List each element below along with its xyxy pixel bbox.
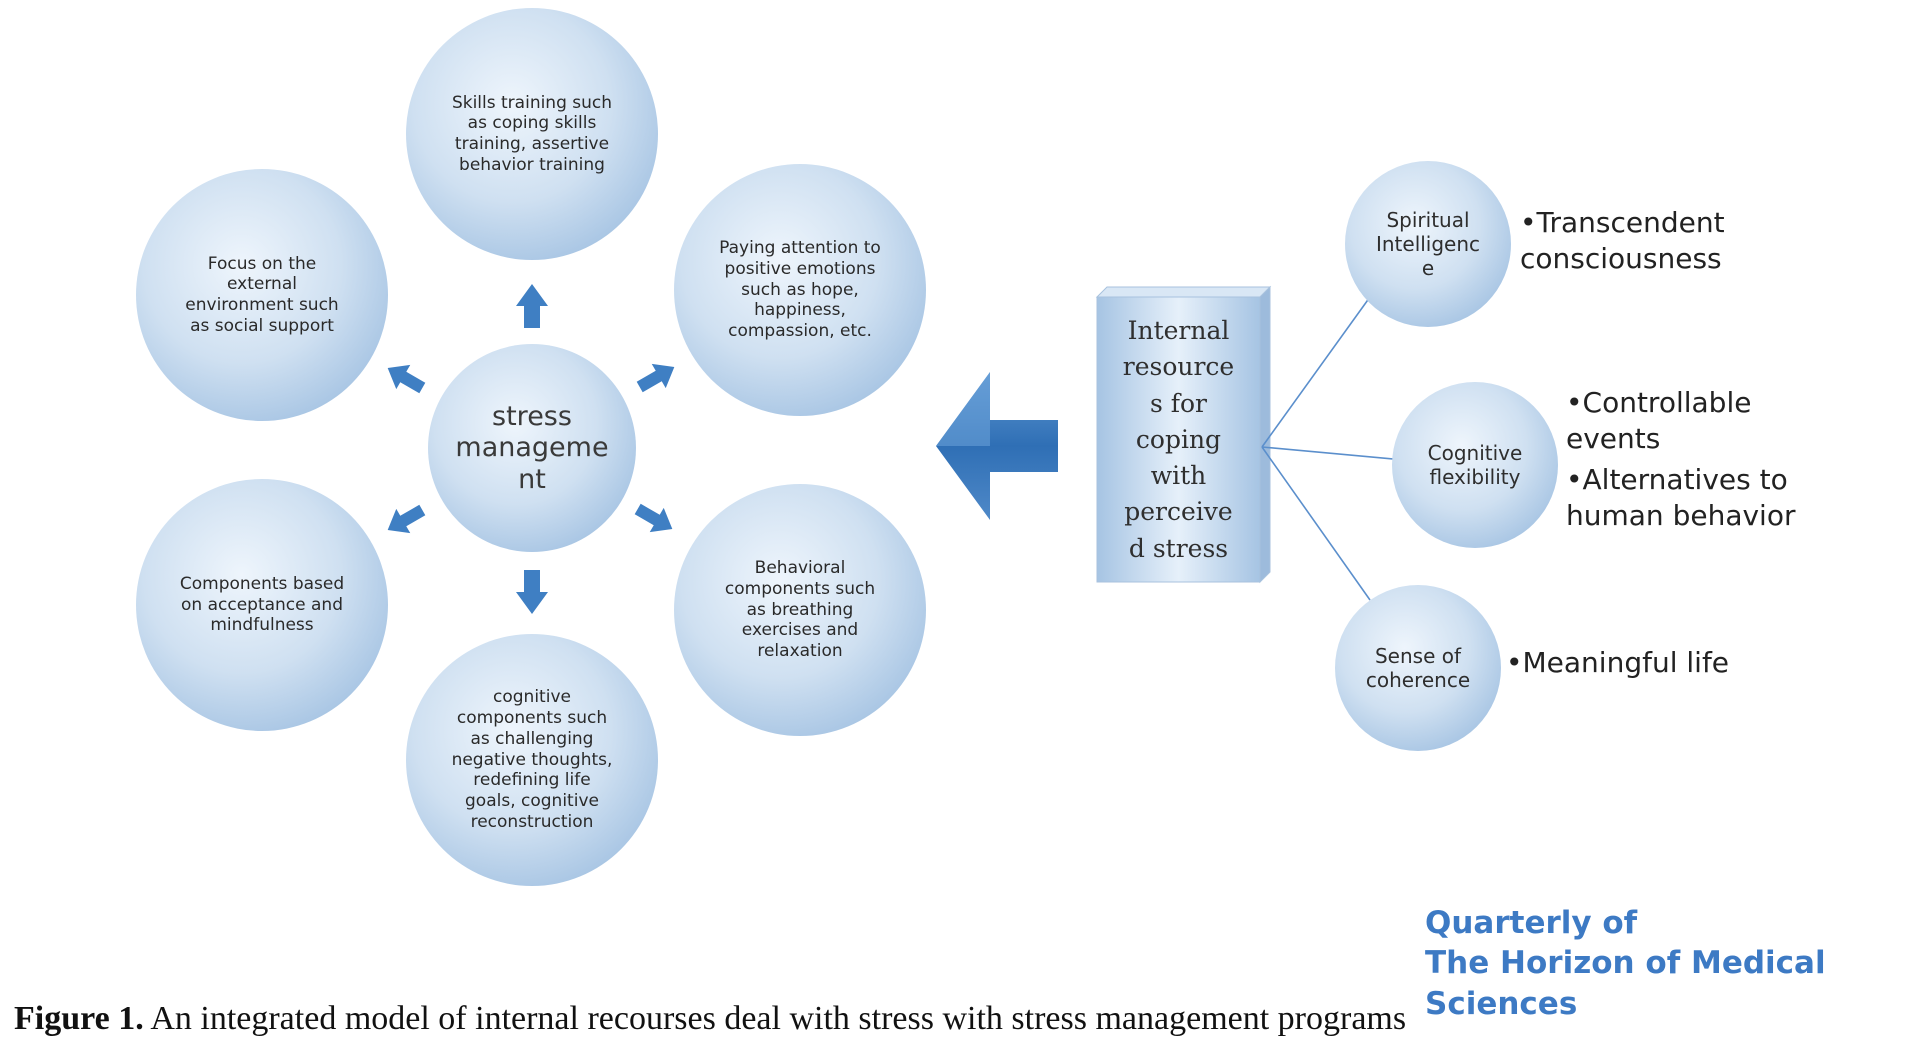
- caption-text: An integrated model of internal recourse…: [143, 1000, 1407, 1037]
- program-circle-external: [136, 169, 388, 421]
- connectors: [1261, 289, 1405, 601]
- program-label-acceptance: Components based on acceptance and mindf…: [179, 573, 345, 636]
- bullet-controllable-events: •Controllable events: [1566, 386, 1752, 456]
- center-arrows: [387, 284, 675, 614]
- program-circle-positive-emotions: [674, 164, 926, 416]
- center-label: stress manageme nt: [455, 401, 609, 495]
- resource-label-coherence: Sense of coherence: [1365, 644, 1471, 692]
- program-circle-skills: [406, 8, 658, 260]
- arrow-up: [516, 284, 548, 328]
- big-left-arrow: [936, 372, 1058, 520]
- program-label-behavioral: Behavioral components such as breathing …: [724, 558, 876, 662]
- connector-spiritual: [1261, 289, 1376, 448]
- arrow-upper-right: [636, 363, 675, 393]
- program-label-cognitive: cognitive components such as challenging…: [451, 687, 613, 832]
- resource-circle-spiritual: [1345, 161, 1511, 327]
- program-circle-acceptance: [136, 479, 388, 731]
- program-circle-cognitive: [406, 634, 658, 886]
- caption-label: Figure 1.: [14, 1000, 144, 1037]
- watermark-line-1: Quarterly of: [1425, 905, 1638, 941]
- arrow-lower-right: [634, 503, 673, 533]
- bullet-alternatives-human-behavior: •Alternatives to human behavior: [1566, 463, 1796, 533]
- arrow-upper-left: [387, 364, 426, 394]
- watermark-line-2: The Horizon of Medical Sciences: [1425, 945, 1826, 1022]
- program-label-positive-emotions: Paying attention to positive emotions su…: [719, 238, 881, 342]
- bullet-transcendent-consciousness: •Transcendent consciousness: [1520, 206, 1725, 276]
- program-label-skills: Skills training such as coping skills tr…: [451, 92, 613, 175]
- arrow-lower-left: [387, 504, 426, 534]
- internal-resources-box: Internal resource s for coping with perc…: [1122, 316, 1235, 563]
- internal-resources-box-shape: [1095, 285, 1272, 584]
- resource-label-spiritual: Spiritual Intelligenc e: [1375, 208, 1481, 280]
- program-label-external: Focus on the external environment such a…: [185, 253, 339, 336]
- program-circle-behavioral: [674, 484, 926, 736]
- resource-circle-cognitive: [1392, 382, 1558, 548]
- figure-caption: Figure 1. An integrated model of interna…: [14, 1000, 1406, 1038]
- center-circle: [428, 344, 636, 552]
- connector-coherence: [1261, 446, 1371, 601]
- arrow-down: [516, 570, 548, 614]
- journal-watermark: Quarterly of The Horizon of Medical Scie…: [1425, 903, 1930, 1024]
- resource-label-cognitive: Cognitive flexibility: [1427, 441, 1523, 489]
- connector-cognitive: [1261, 446, 1405, 461]
- resource-circle-coherence: [1335, 585, 1501, 751]
- bullet-meaningful-life: •Meaningful life: [1506, 646, 1730, 679]
